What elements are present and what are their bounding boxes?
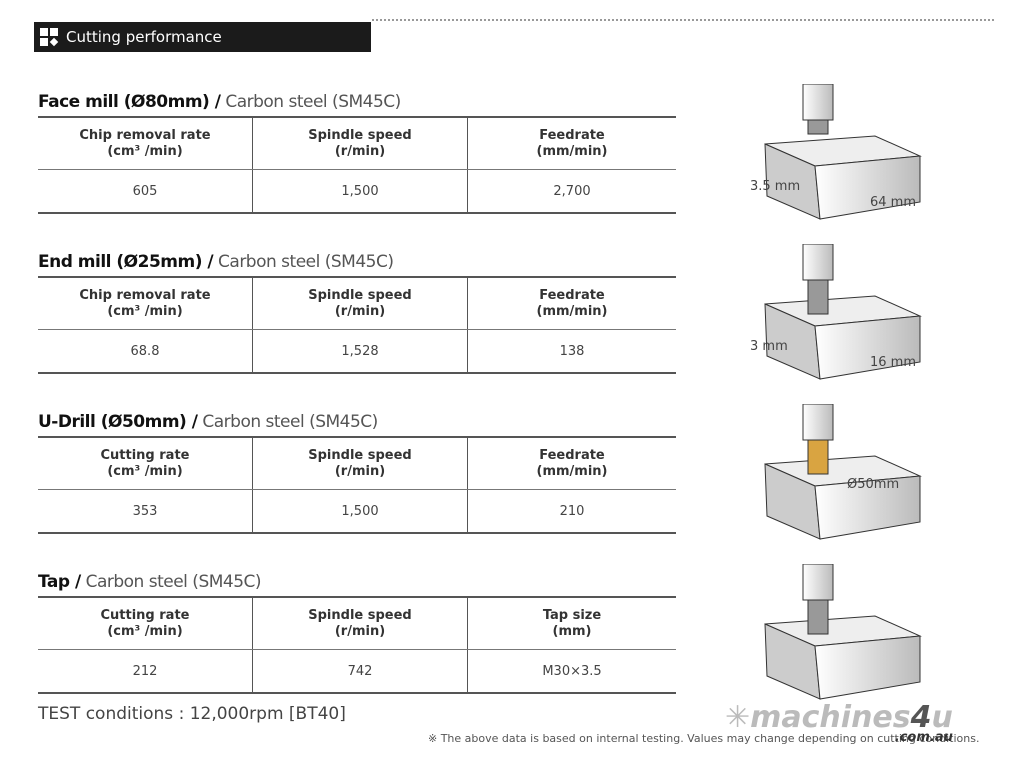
header-label: Chip removal rate [79,287,211,303]
depth-label: 3.5 mm [750,179,800,194]
header-label: Tap size [542,607,602,623]
table-cell: 605 [38,169,253,214]
table-cell: 1,500 [252,169,468,214]
performance-section: Tap / Carbon steel (SM45C) Cutting rate(… [38,572,676,694]
header-label: Spindle speed [308,127,412,143]
width-label: 64 mm [870,195,916,210]
machining-illustration: 3.5 mm 64 mm [745,83,925,224]
header-unit: (mm/min) [536,303,608,319]
header-label: Spindle speed [308,607,412,623]
performance-table: Chip removal rate(cm³ /min)Spindle speed… [38,116,676,214]
material: Carbon steel (SM45C) [197,412,378,432]
header-label: Cutting rate [100,607,190,623]
header-unit: (cm³ /min) [107,303,183,319]
tool-name: U-Drill (Ø50mm) / [38,412,198,432]
header-row: Cutting rate(cm³ /min)Spindle speed(r/mi… [38,596,676,650]
section-header: Cutting performance [34,22,371,52]
performance-section: End mill (Ø25mm) / Carbon steel (SM45C) … [38,252,676,374]
header-unit: (cm³ /min) [107,143,183,159]
table-cell: 1,500 [252,489,468,534]
column-header: Feedrate(mm/min) [467,276,676,330]
header-label: Feedrate [539,127,605,143]
header-unit: (r/min) [334,303,386,319]
grid-icon [40,28,60,47]
table-cell: 2,700 [467,169,676,214]
column-header: Spindle speed(r/min) [252,276,468,330]
header-row: Chip removal rate(cm³ /min)Spindle speed… [38,276,676,330]
material: Carbon steel (SM45C) [213,252,394,272]
material: Carbon steel (SM45C) [80,572,262,592]
table-cell: 68.8 [38,329,253,374]
tool-name: End mill (Ø25mm) / [38,252,214,272]
performance-table: Chip removal rate(cm³ /min)Spindle speed… [38,276,676,374]
header-unit: (r/min) [334,143,386,159]
column-header: Cutting rate(cm³ /min) [38,596,253,650]
depth-label: 3 mm [750,339,788,354]
material: Carbon steel (SM45C) [220,92,401,112]
header-label: Spindle speed [308,287,412,303]
header-unit: (mm) [552,623,592,639]
column-header: Cutting rate(cm³ /min) [38,436,253,490]
column-header: Chip removal rate(cm³ /min) [38,116,253,170]
performance-table: Cutting rate(cm³ /min)Spindle speed(r/mi… [38,596,676,694]
header-unit: (mm/min) [536,463,608,479]
header-unit: (mm/min) [536,143,608,159]
tool-name: Face mill (Ø80mm) / [38,92,221,112]
column-header: Tap size(mm) [467,596,676,650]
table-cell: 210 [467,489,676,534]
test-conditions: TEST conditions : 12,000rpm [BT40] [38,704,346,724]
dotted-divider [372,19,994,21]
column-header: Chip removal rate(cm³ /min) [38,276,253,330]
header-row: Chip removal rate(cm³ /min)Spindle speed… [38,116,676,170]
table-cell: 353 [38,489,253,534]
footnote: ※ The above data is based on internal te… [428,732,980,745]
machining-illustration: 3 mm 16 mm [745,243,925,384]
table-cell: 742 [252,649,468,694]
machining-illustration: Ø50mm [745,403,925,544]
column-header: Feedrate(mm/min) [467,436,676,490]
header-unit: (cm³ /min) [107,623,183,639]
table-cell: 138 [467,329,676,374]
table-cell: 212 [38,649,253,694]
header-label: Spindle speed [308,447,412,463]
section-title: Tap / Carbon steel (SM45C) [38,572,676,592]
section-title: U-Drill (Ø50mm) / Carbon steel (SM45C) [38,412,676,432]
machining-illustration [745,563,925,704]
header-title: Cutting performance [66,28,222,46]
column-header: Spindle speed(r/min) [252,116,468,170]
performance-table: Cutting rate(cm³ /min)Spindle speed(r/mi… [38,436,676,534]
width-label: 16 mm [870,355,916,370]
header-unit: (cm³ /min) [107,463,183,479]
header-unit: (r/min) [334,623,386,639]
diameter-label: Ø50mm [847,477,899,492]
table-cell: M30×3.5 [467,649,676,694]
header-label: Feedrate [539,447,605,463]
header-row: Cutting rate(cm³ /min)Spindle speed(r/mi… [38,436,676,490]
section-title: Face mill (Ø80mm) / Carbon steel (SM45C) [38,92,676,112]
column-header: Feedrate(mm/min) [467,116,676,170]
performance-section: Face mill (Ø80mm) / Carbon steel (SM45C)… [38,92,676,214]
tool-name: Tap / [38,572,81,592]
watermark-logo: ✳machines4u.com.au [725,700,953,745]
header-unit: (r/min) [334,463,386,479]
column-header: Spindle speed(r/min) [252,436,468,490]
column-header: Spindle speed(r/min) [252,596,468,650]
header-label: Chip removal rate [79,127,211,143]
header-label: Cutting rate [100,447,190,463]
performance-section: U-Drill (Ø50mm) / Carbon steel (SM45C) C… [38,412,676,534]
section-title: End mill (Ø25mm) / Carbon steel (SM45C) [38,252,676,272]
table-cell: 1,528 [252,329,468,374]
header-label: Feedrate [539,287,605,303]
